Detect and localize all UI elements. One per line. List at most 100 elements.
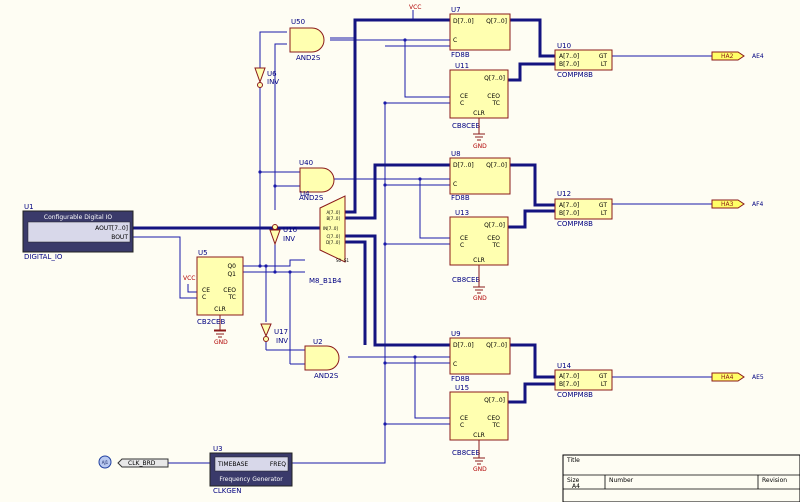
u8-c: C (453, 181, 457, 188)
port-clk-label: CLK_BRD (128, 460, 156, 467)
u5-vcc: VCC (183, 275, 195, 282)
u1-digital-io[interactable]: Configurable Digital IO AOUT[7..0] BOUT (22, 210, 134, 253)
u11-q: Q[7..0] (484, 75, 505, 82)
u1-pin-aout: AOUT[7..0] (95, 225, 128, 232)
u13-name: CB8CEB (452, 276, 480, 284)
u40-and-gate[interactable] (299, 167, 335, 193)
u50-and-gate[interactable] (289, 27, 325, 53)
u7-flip-flop[interactable]: D[7..0] Q[7..0] C (449, 13, 511, 51)
u5-q0: Q0 (227, 263, 236, 270)
u4-pin-d: D[7..0] (326, 240, 340, 245)
u3-designator: U3 (213, 445, 223, 453)
port-ha3-label: HA3 (721, 201, 734, 208)
u10-b: B[7..0] (559, 61, 579, 68)
u1-designator: U1 (24, 203, 34, 211)
u5-gnd-symbol (214, 330, 226, 338)
u5-tc: TC (227, 294, 236, 301)
u15-gnd-symbol (473, 440, 485, 465)
u15-counter[interactable]: Q[7..0] CE C CEO TC CLR (449, 391, 509, 441)
u3-pin-timebase: TIMEBASE (217, 461, 248, 468)
u4-pin-s0: S0 (336, 258, 342, 263)
u2-name: AND2S (314, 372, 339, 380)
u12-a: A[7..0] (559, 202, 579, 209)
u14-a: A[7..0] (559, 373, 579, 380)
u4-pin-s1: S1 (344, 258, 350, 263)
u14-comparator[interactable]: A[7..0] B[7..0] GT LT (554, 369, 613, 391)
port-ha3-pin: AF4 (752, 201, 764, 208)
u14-lt: LT (601, 381, 608, 388)
u16-inverter[interactable] (269, 224, 281, 246)
u13-ceo: CEO (487, 235, 500, 242)
u13-gnd: GND (473, 295, 487, 302)
u7-d: D[7..0] (453, 18, 474, 25)
port-ha4-pin: AE5 (752, 374, 764, 381)
u8-name: FD8B (451, 194, 470, 202)
u2-designator: U2 (313, 338, 323, 346)
u1-pin-bout: BOUT (111, 234, 128, 241)
u12-gt: GT (599, 202, 607, 209)
u15-designator: U15 (455, 384, 469, 392)
u4-pin-c: C[7..0] (326, 234, 340, 239)
u5-counter[interactable]: Q0 Q1 CE C CEO TC CLR (196, 256, 244, 331)
u11-gnd: GND (473, 143, 487, 150)
u7-c: C (453, 37, 457, 44)
port-ha2[interactable]: HA2 (711, 51, 745, 61)
u1-title: Configurable Digital IO (44, 214, 112, 221)
u12-designator: U12 (557, 190, 571, 198)
u5-c: C (202, 294, 206, 301)
u12-name: COMPM8B (557, 220, 593, 228)
u3-name: CLKGEN (213, 487, 241, 495)
junction-dots (258, 38, 422, 426)
u17-inverter[interactable] (260, 323, 272, 342)
u11-counter[interactable]: Q[7..0] CE C CEO TC CLR (449, 69, 509, 119)
u4-pin-a: A[7..0] (327, 210, 341, 215)
u11-ce: CE (460, 93, 468, 100)
port-clk-brd[interactable]: CLK_BRD (117, 458, 169, 468)
u3-frequency-generator[interactable]: TIMEBASE FREQ Frequency Generator (209, 452, 293, 487)
u12-comparator[interactable]: A[7..0] B[7..0] GT LT (554, 198, 613, 220)
u5-ce: CE (202, 287, 210, 294)
u8-flip-flop[interactable]: D[7..0] Q[7..0] C (449, 157, 511, 195)
signal-wires (133, 10, 712, 464)
u13-c: C (460, 242, 464, 249)
u40-name: AND2S (299, 194, 324, 202)
u15-name: CB8CEB (452, 449, 480, 457)
u4-pin-in: IN[7..0] (323, 226, 338, 231)
u11-designator: U11 (455, 62, 469, 70)
title-block-revision: Revision (762, 477, 787, 484)
u14-name: COMPM8B (557, 391, 593, 399)
u15-ceo: CEO (487, 415, 500, 422)
port-ha2-label: HA2 (721, 53, 734, 60)
u5-gnd: GND (214, 339, 228, 346)
u10-designator: U10 (557, 42, 571, 50)
u5-name: CB2CEB (197, 318, 225, 326)
u3-title: Frequency Generator (219, 476, 283, 483)
u8-q: Q[7..0] (486, 162, 507, 169)
u1-name: DIGITAL_IO (24, 253, 63, 261)
u6-inverter[interactable] (254, 67, 266, 88)
u15-q: Q[7..0] (484, 397, 505, 404)
title-block-size: Size (567, 477, 580, 484)
u4-designator: U4 (300, 190, 310, 198)
port-ha4-label: HA4 (721, 374, 734, 381)
port-ha4[interactable]: HA4 (711, 372, 745, 382)
u13-counter[interactable]: Q[7..0] CE C CEO TC CLR (449, 216, 509, 266)
u5-ceo: CEO (223, 287, 236, 294)
u40-designator: U40 (299, 159, 313, 167)
u11-name: CB8CEB (452, 122, 480, 130)
u10-comparator[interactable]: A[7..0] B[7..0] GT LT (554, 49, 613, 71)
u10-a: A[7..0] (559, 53, 579, 60)
u4-mux[interactable]: A[7..0] B[7..0] C[7..0] D[7..0] IN[7..0]… (319, 195, 350, 263)
u15-clr: CLR (473, 432, 485, 439)
u13-gnd-symbol (473, 265, 485, 294)
u6-name: INV (267, 78, 279, 86)
u6-designator: U6 (267, 70, 277, 78)
u5-designator: U5 (198, 249, 208, 257)
u8-d: D[7..0] (453, 162, 474, 169)
u9-flip-flop[interactable]: D[7..0] Q[7..0] C (449, 337, 511, 375)
u16-name: INV (283, 235, 295, 243)
u2-and-gate[interactable] (304, 345, 340, 371)
u9-name: FD8B (451, 375, 470, 383)
port-ha3[interactable]: HA3 (711, 199, 745, 209)
u10-name: COMPM8B (557, 71, 593, 79)
